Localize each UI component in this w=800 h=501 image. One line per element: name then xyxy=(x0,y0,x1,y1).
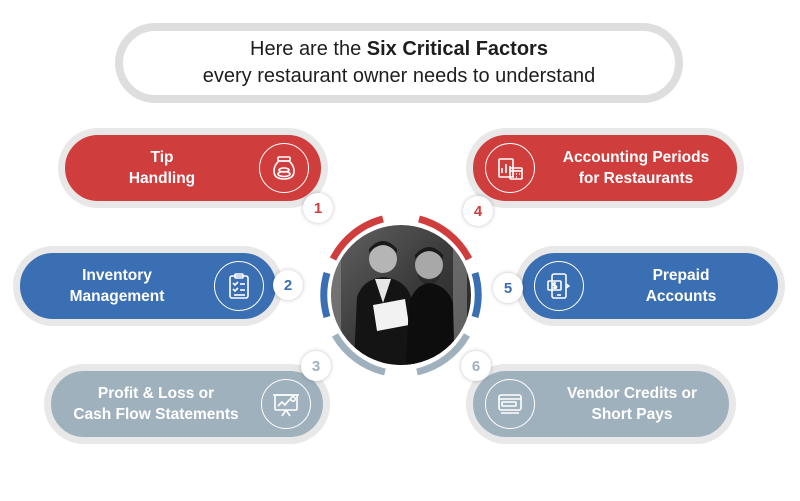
ring-segments xyxy=(320,215,482,376)
factor-number-badge: 4 xyxy=(463,196,493,226)
factor-prepaid-accounts: Prepaid Accounts xyxy=(515,246,785,326)
center-photo-ring xyxy=(320,215,482,376)
factor-profit-loss-cash-flow: Profit & Loss or Cash Flow Statements xyxy=(44,364,330,444)
factor-number-badge: 5 xyxy=(493,273,523,303)
two-men-reviewing-document-photo xyxy=(331,225,471,365)
presentation-chart-icon xyxy=(261,379,311,429)
factor-accounting-periods: Accounting Periods for Restaurants xyxy=(466,128,744,208)
factor-label: Vendor Credits or Short Pays xyxy=(566,385,698,423)
header-line-2: every restaurant owner needs to understa… xyxy=(202,65,596,87)
header-line-1: Here are the Six Critical Factors xyxy=(250,38,548,60)
ring-segment-grey-right xyxy=(416,333,471,376)
factor-tip-handling: Tip Handling xyxy=(58,128,328,208)
ring-segment-grey-left xyxy=(331,333,386,376)
credit-card-icon xyxy=(485,379,535,429)
factor-label: Inventory Management xyxy=(69,267,165,305)
ring-segment-red-right xyxy=(418,215,473,261)
factor-label: Prepaid Accounts xyxy=(645,267,717,305)
clipboard-checklist-icon xyxy=(214,261,264,311)
factor-label: Accounting Periods for Restaurants xyxy=(562,149,710,187)
factor-number-badge: 6 xyxy=(461,351,491,381)
ring-segment-red-left xyxy=(329,215,384,261)
factor-label: Tip Handling xyxy=(128,149,196,187)
calendar-chart-icon xyxy=(485,143,535,193)
factor-number-badge: 1 xyxy=(303,193,333,223)
factor-number-badge: 2 xyxy=(273,270,303,300)
ring-segment-blue-left xyxy=(320,272,331,318)
factor-inventory-management: Inventory Management xyxy=(13,246,283,326)
mobile-payment-icon xyxy=(534,261,584,311)
header-banner: Here are the Six Critical Factors every … xyxy=(115,23,683,103)
header-highlight: Six Critical Factors xyxy=(366,38,548,60)
factor-label: Profit & Loss or Cash Flow Statements xyxy=(73,385,239,423)
ring-segment-blue-right xyxy=(471,272,482,318)
tip-jar-icon xyxy=(259,143,309,193)
factor-number-badge: 3 xyxy=(301,351,331,381)
factor-vendor-credits: Vendor Credits or Short Pays xyxy=(466,364,736,444)
